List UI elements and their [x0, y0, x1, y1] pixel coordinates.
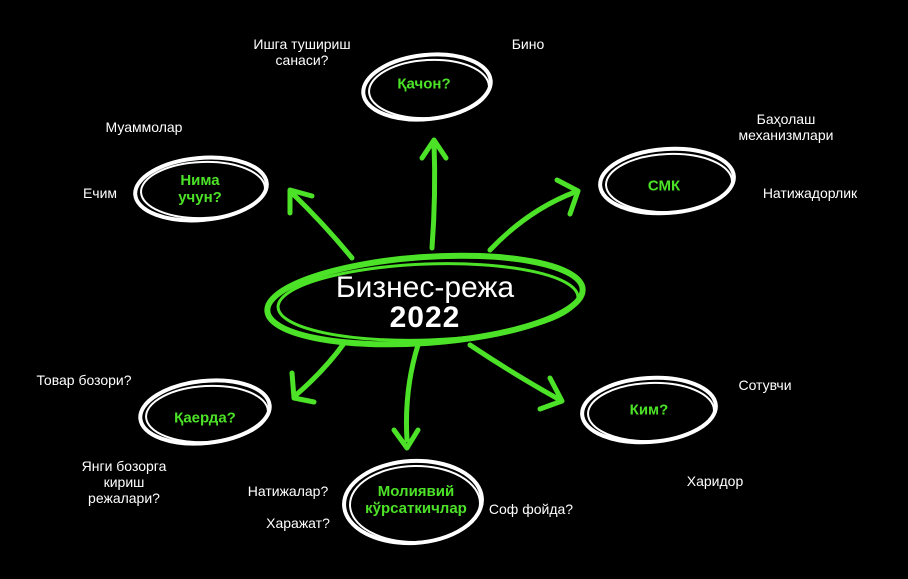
- node-label-kim: Ким?: [629, 401, 669, 419]
- node-ellipse-smk: [598, 146, 736, 216]
- node-label-qachon: Қачон?: [397, 75, 451, 93]
- arrow-to-qaerda: [289, 339, 348, 405]
- arrow-to-qachon: [419, 137, 449, 251]
- center-title: Бизнес-режа: [335, 271, 515, 304]
- label-product-market: Товар бозори?: [36, 372, 132, 388]
- node-ellipse-qaerda: [138, 378, 272, 446]
- node-ellipse-kim: [580, 375, 718, 445]
- label-solution: Ечим: [82, 185, 118, 201]
- arrow-to-kim: [467, 342, 565, 412]
- label-evaluation: Баҳолаш механизмлари: [738, 111, 834, 143]
- label-buyer: Харидор: [686, 473, 744, 489]
- label-net-profit: Соф фойда?: [488, 501, 574, 517]
- node-ellipse-moliyaviy: [342, 458, 484, 546]
- arrow-to-moliyaviy: [391, 342, 421, 451]
- label-launch-date: Ишга тушириш санаси?: [253, 36, 351, 68]
- label-building: Бино: [511, 36, 545, 52]
- node-label-nima: Нима учун?: [178, 172, 222, 206]
- node-ellipse-nima: [133, 155, 269, 223]
- arrow-to-nima: [287, 187, 355, 261]
- label-seller: Сотувчи: [738, 377, 792, 393]
- node-ellipse-qachon: [361, 52, 493, 122]
- node-label-smk: СМК: [647, 177, 681, 195]
- label-expenses: Харажат?: [266, 515, 330, 531]
- center-ellipse: [264, 252, 586, 348]
- label-problems: Муаммолар: [105, 119, 183, 135]
- label-new-market: Янги бозорга кириш режалари?: [81, 458, 167, 506]
- node-label-qaerda: Қаерда?: [174, 409, 236, 427]
- arrow-to-smk: [487, 177, 581, 253]
- center-year: 2022: [389, 301, 461, 334]
- node-label-moliyaviy: Молиявий кўрсаткичлар: [365, 483, 467, 517]
- label-efficiency: Натижадорлик: [762, 185, 858, 201]
- label-results: Натижалар?: [247, 483, 329, 499]
